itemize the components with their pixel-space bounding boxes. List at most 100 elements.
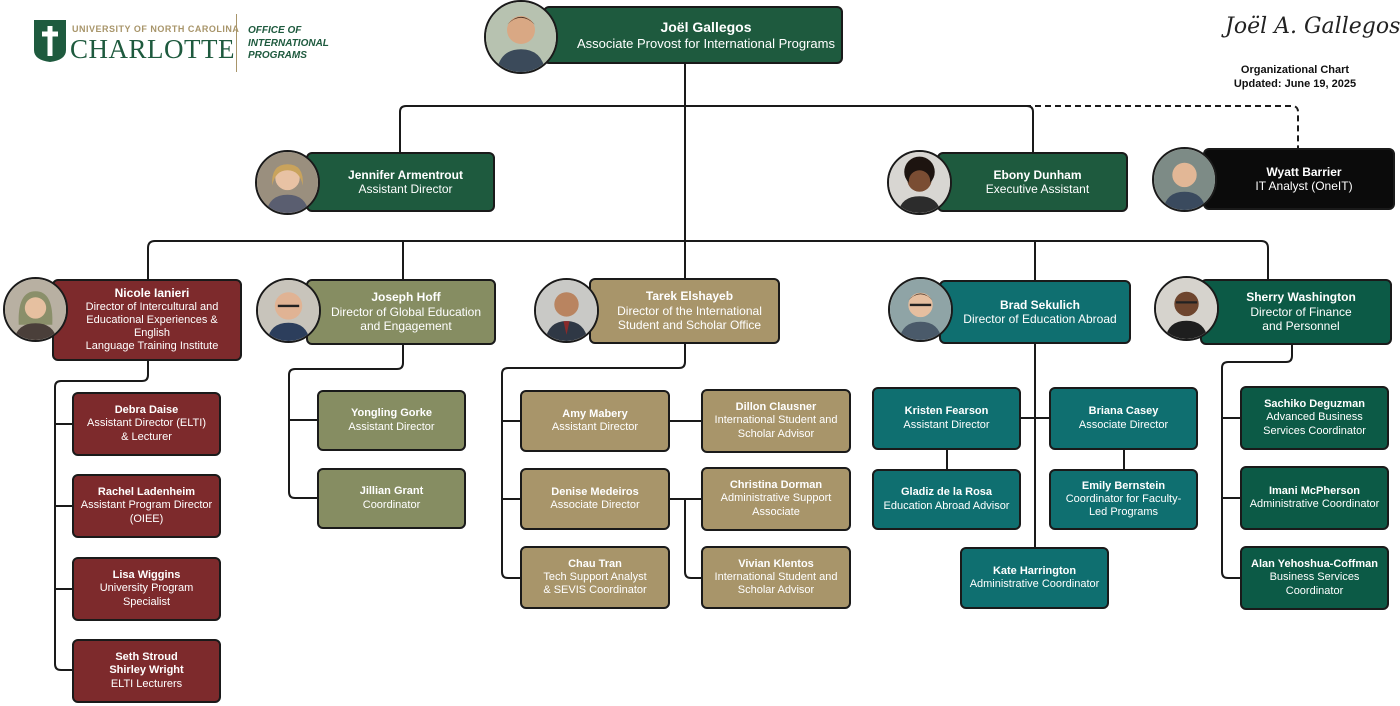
card-name: Jennifer Armentrout <box>348 167 463 182</box>
card-denise-medeiros: Denise Medeiros Associate Director <box>520 468 670 530</box>
card-title: Director of the International Student an… <box>617 303 762 333</box>
card-title: Assistant Director <box>903 418 990 431</box>
card-name: Wyatt Barrier <box>1266 164 1342 179</box>
card-name: Joseph Hoff <box>371 290 441 305</box>
card-title: Assistant Director <box>551 421 639 433</box>
card-title: Director of Global Education and Engagem… <box>330 304 482 334</box>
card-name: Yongling Gorke <box>350 407 433 420</box>
card-lisa-wiggins: Lisa Wiggins University Program Speciali… <box>72 557 221 621</box>
card-title: Assistant Director <box>358 182 453 196</box>
card-name: Amy Mabery <box>562 407 628 420</box>
card-name: Denise Medeiros <box>551 485 639 498</box>
card-name: Alan Yehoshua-Coffman <box>1251 558 1378 571</box>
card-briana-casey: Briana Casey Associate Director <box>1049 387 1198 450</box>
updated-date: Updated: June 19, 2025 <box>1233 78 1357 90</box>
card-name: Sherry Washington <box>1246 290 1356 305</box>
card-name: Kate Harrington <box>992 564 1077 577</box>
card-title: Associate Director <box>550 499 640 511</box>
logo-divider <box>236 14 237 72</box>
card-name: Ebony Dunham <box>993 167 1082 182</box>
card-ebony-dunham: Ebony Dunham Executive Assistant <box>937 152 1128 212</box>
photo-wyatt-barrier <box>1152 147 1217 212</box>
card-name: Briana Casey <box>1088 405 1159 418</box>
card-title: Advanced Business Services Coordinator <box>1263 411 1366 437</box>
card-title: Associate Provost for International Prog… <box>577 35 835 51</box>
card-jennifer-armentrout: Jennifer Armentrout Assistant Director <box>306 152 495 212</box>
card-name: Vivian Klentos <box>738 557 814 570</box>
photo-sherry-washington <box>1154 276 1219 341</box>
photo-brad-sekulich <box>888 277 953 342</box>
card-sachiko-deguzman: Sachiko Deguzman Advanced Business Servi… <box>1240 386 1389 450</box>
signature: Joël A. Gallegos <box>1225 14 1400 39</box>
card-title: Director of Intercultural and Educationa… <box>85 300 219 353</box>
card-brad-sekulich: Brad Sekulich Director of Education Abro… <box>939 280 1131 344</box>
photo-tarek-elshayeb <box>534 278 599 343</box>
card-name: Chau Tran <box>568 557 622 570</box>
card-name: Joël Gallegos <box>660 18 752 35</box>
card-alan-yehoshua-coffman: Alan Yehoshua-Coffman Business Services … <box>1240 546 1389 610</box>
card-name: Emily Bernstein <box>1081 479 1166 492</box>
card-joseph-hoff: Joseph Hoff Director of Global Education… <box>306 279 496 345</box>
card-title: Executive Assistant <box>985 182 1090 196</box>
photo-ebony-dunham <box>887 150 952 215</box>
card-title: International Student and Scholar Adviso… <box>714 570 838 597</box>
photo-joel-gallegos <box>484 0 558 74</box>
office-line-1: OFFICE OF <box>248 25 302 36</box>
office-name: OFFICE OF INTERNATIONAL PROGRAMS <box>248 25 329 63</box>
card-wyatt-barrier: Wyatt Barrier IT Analyst (OneIT) <box>1203 148 1395 210</box>
card-title: Assistant Director <box>348 420 435 433</box>
card-title: Business Services Coordinator <box>1269 571 1360 597</box>
charlotte-crown-icon <box>34 20 66 62</box>
card-title: Tech Support Analyst & SEVIS Coordinator <box>543 570 647 597</box>
card-name: Imani McPherson <box>1268 484 1361 497</box>
card-title: Coordinator for Faculty- Led Programs <box>1065 492 1182 519</box>
card-name: Seth Stroud Shirley Wright <box>109 651 184 677</box>
card-nicole-ianieri: Nicole Ianieri Director of Intercultural… <box>52 279 242 361</box>
card-tarek-elshayeb: Tarek Elshayeb Director of the Internati… <box>589 278 780 344</box>
card-emily-bernstein: Emily Bernstein Coordinator for Faculty-… <box>1049 469 1198 530</box>
university-logo: UNIVERSITY OF NORTH CAROLINA CHARLOTTE O… <box>30 14 330 76</box>
card-title: Assistant Program Director (OIEE) <box>80 499 213 525</box>
card-title: Assistant Director (ELTI) & Lecturer <box>87 417 206 443</box>
card-name: Debra Daise <box>114 404 179 417</box>
card-rachel-ladenheim: Rachel Ladenheim Assistant Program Direc… <box>72 474 221 538</box>
card-name: Gladiz de la Rosa <box>900 486 993 499</box>
card-title: IT Analyst (OneIT) <box>1255 179 1353 193</box>
card-joel-gallegos: Joël Gallegos Associate Provost for Inte… <box>543 6 843 64</box>
card-title: Administrative Coordinator <box>969 578 1100 590</box>
card-title: Education Abroad Advisor <box>883 499 1010 512</box>
card-name: Jillian Grant <box>359 485 424 498</box>
card-chau-tran: Chau Tran Tech Support Analyst & SEVIS C… <box>520 546 670 609</box>
card-kristen-fearson: Kristen Fearson Assistant Director <box>872 387 1021 450</box>
card-title: International Student and Scholar Adviso… <box>714 414 838 440</box>
card-title: University Program Specialist <box>99 582 194 608</box>
card-amy-mabery: Amy Mabery Assistant Director <box>520 390 670 452</box>
card-name: Lisa Wiggins <box>112 569 181 582</box>
office-line-3: PROGRAMS <box>248 50 307 61</box>
card-name: Brad Sekulich <box>999 297 1081 312</box>
card-name: Rachel Ladenheim <box>97 486 196 499</box>
office-line-2: INTERNATIONAL <box>248 37 329 49</box>
photo-joseph-hoff <box>256 278 321 343</box>
card-title: Administrative Coordinator <box>1249 498 1380 510</box>
card-elti-lecturers: Seth Stroud Shirley Wright ELTI Lecturer… <box>72 639 221 703</box>
card-title: Coordinator <box>362 498 421 511</box>
logo-university-text: UNIVERSITY OF NORTH CAROLINA <box>72 24 240 34</box>
chart-label: Organizational Chart <box>1240 64 1350 76</box>
card-title: Administrative Support Associate <box>720 492 832 518</box>
card-name: Kristen Fearson <box>904 405 989 418</box>
card-title: Director of Finance and Personnel <box>1250 304 1352 334</box>
card-kate-harrington: Kate Harrington Administrative Coordinat… <box>960 547 1109 609</box>
card-jillian-grant: Jillian Grant Coordinator <box>317 468 466 529</box>
card-name: Dillon Clausner <box>735 401 817 414</box>
card-gladiz-de-la-rosa: Gladiz de la Rosa Education Abroad Advis… <box>872 469 1021 530</box>
card-title: Associate Director <box>1078 418 1169 431</box>
card-name: Christina Dorman <box>729 479 823 492</box>
card-name: Tarek Elshayeb <box>645 289 734 304</box>
card-debra-daise: Debra Daise Assistant Director (ELTI) & … <box>72 392 221 456</box>
card-name: Sachiko Deguzman <box>1264 398 1365 411</box>
card-christina-dorman: Christina Dorman Administrative Support … <box>701 467 851 531</box>
card-title: Director of Education Abroad <box>963 312 1117 326</box>
card-vivian-klentos: Vivian Klentos International Student and… <box>701 546 851 609</box>
